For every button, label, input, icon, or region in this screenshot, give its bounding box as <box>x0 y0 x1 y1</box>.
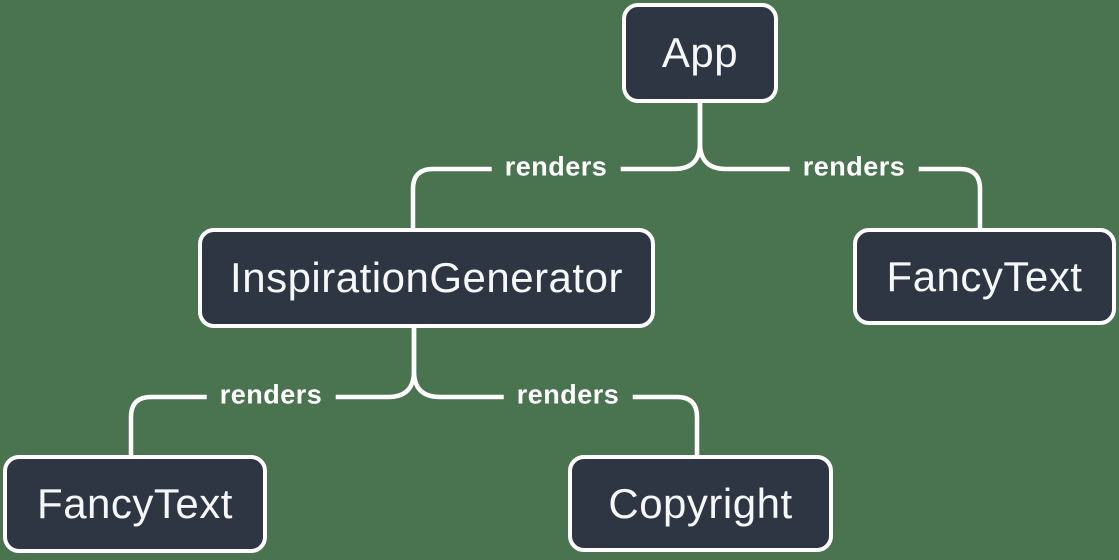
node-fancytext-left: FancyText <box>3 455 267 553</box>
edge-label-app-inspirationgenerator: renders <box>491 149 621 185</box>
edge-label-app-fancytext: renders <box>789 149 919 185</box>
node-copyright: Copyright <box>568 455 833 552</box>
node-fancytext-right: FancyText <box>853 228 1116 325</box>
node-inspiration-generator: InspirationGenerator <box>198 228 655 328</box>
node-app: App <box>622 3 778 103</box>
edge-label-inspirationgenerator-fancytext: renders <box>206 377 336 413</box>
edge-label-inspirationgenerator-copyright: renders <box>503 377 633 413</box>
